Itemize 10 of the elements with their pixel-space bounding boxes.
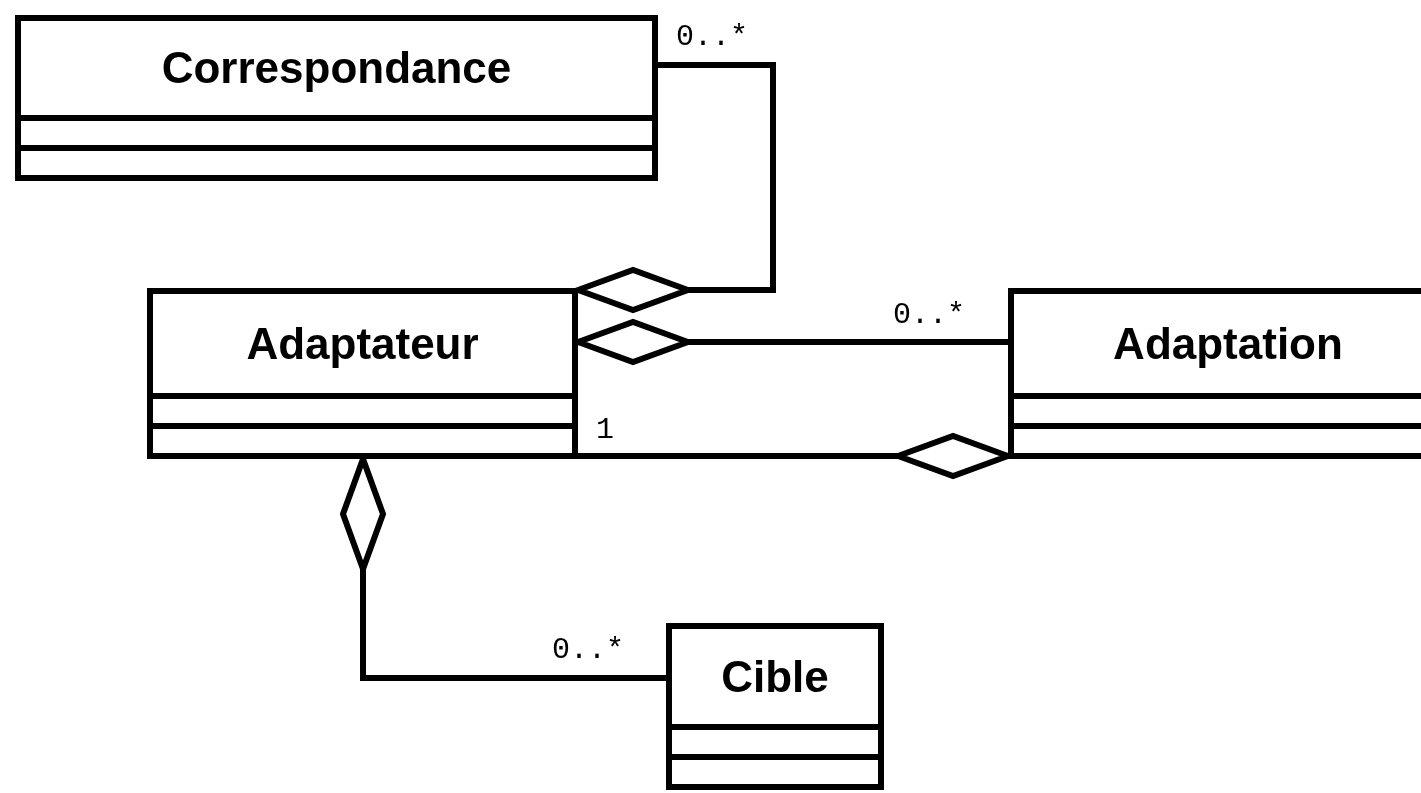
class-box <box>1008 288 1421 459</box>
class-box <box>147 288 578 459</box>
aggregation-line <box>575 62 776 313</box>
class-box <box>15 15 658 181</box>
class-name: Adaptateur <box>246 318 479 369</box>
class-name: Cible <box>721 651 829 702</box>
aggregation-line <box>578 433 1011 479</box>
class-box <box>666 623 884 790</box>
class-name: Correspondance <box>161 43 512 93</box>
class-name: Adaptation <box>1113 318 1343 369</box>
